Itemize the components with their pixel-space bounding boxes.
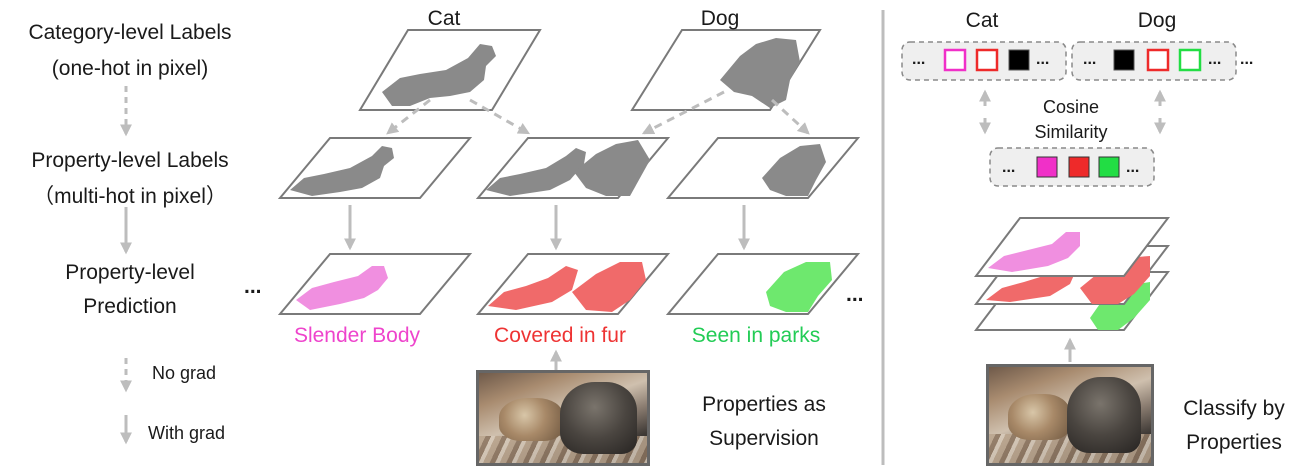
property-embedding-group bbox=[989, 147, 1155, 187]
legend-no-grad: No grad bbox=[152, 363, 217, 383]
property-plane-fur bbox=[475, 137, 671, 199]
cat-group-ellipsis-right: ... bbox=[1036, 51, 1050, 68]
property-level-labels-title: Property-level Labels bbox=[31, 149, 229, 172]
classify-caption-line1: Classify by bbox=[1183, 397, 1285, 420]
photo-dog bbox=[1066, 376, 1142, 454]
category-level-labels-subtitle: (one-hot in pixel) bbox=[51, 57, 209, 80]
property-label-fur: Covered in fur bbox=[494, 324, 626, 347]
legend-with-grad: With grad bbox=[148, 423, 226, 443]
cat-embedding-group bbox=[901, 41, 1067, 81]
photo-dog bbox=[559, 382, 637, 454]
dog-group-ellipsis-right: ... bbox=[1240, 51, 1254, 68]
category-plane-cat bbox=[358, 29, 542, 111]
photo-cat bbox=[499, 398, 563, 442]
dashed-arrows bbox=[386, 90, 810, 135]
ellipsis-left: ... bbox=[244, 275, 262, 298]
cat-dog-photo-right bbox=[986, 364, 1154, 466]
top-label-dog: Dog bbox=[700, 7, 740, 30]
prediction-plane-slender bbox=[277, 253, 473, 315]
classify-caption-line2: Properties bbox=[1186, 431, 1282, 454]
dog-embedding-group bbox=[1071, 41, 1237, 81]
category-level-labels-title: Category-level Labels bbox=[28, 21, 232, 44]
category-plane-dog bbox=[630, 29, 822, 111]
cosine-label-line1: Cosine bbox=[1042, 97, 1100, 117]
cosine-label-line2: Similarity bbox=[1034, 122, 1108, 142]
supervision-caption-line2: Supervision bbox=[709, 427, 819, 450]
ellipsis-right: ... bbox=[846, 283, 864, 306]
dog-group-ellipsis-left: ... bbox=[1083, 51, 1097, 68]
cat-dog-photo-left bbox=[476, 370, 650, 466]
prediction-plane-parks bbox=[665, 253, 861, 315]
cosine-arrows bbox=[979, 89, 1166, 135]
cat-group-ellipsis-left: ... bbox=[912, 51, 926, 68]
property-plane-parks bbox=[665, 137, 861, 199]
property-group-ellipsis-left: ... bbox=[1002, 159, 1016, 176]
property-level-prediction-subtitle: Prediction bbox=[83, 295, 177, 318]
dog-group-ellipsis-middle: ... bbox=[1208, 51, 1222, 68]
property-label-slender: Slender Body bbox=[293, 324, 421, 347]
top-label-cat: Cat bbox=[427, 7, 461, 30]
photo-cat bbox=[1008, 393, 1070, 440]
stacked-layer-pink bbox=[973, 217, 1171, 277]
prop-to-pred-arrows bbox=[344, 205, 750, 251]
right-label-cat: Cat bbox=[965, 9, 999, 32]
property-group-ellipsis-right: ... bbox=[1126, 159, 1140, 176]
supervision-caption-line1: Properties as bbox=[702, 393, 826, 416]
right-label-dog: Dog bbox=[1137, 9, 1177, 32]
property-plane-slender bbox=[277, 137, 473, 199]
property-label-parks: Seen in parks bbox=[691, 324, 821, 347]
property-level-prediction-title: Property-level bbox=[65, 261, 195, 284]
property-level-labels-subtitle: （multi-hot in pixel） bbox=[33, 185, 227, 208]
prediction-plane-fur bbox=[475, 253, 671, 315]
